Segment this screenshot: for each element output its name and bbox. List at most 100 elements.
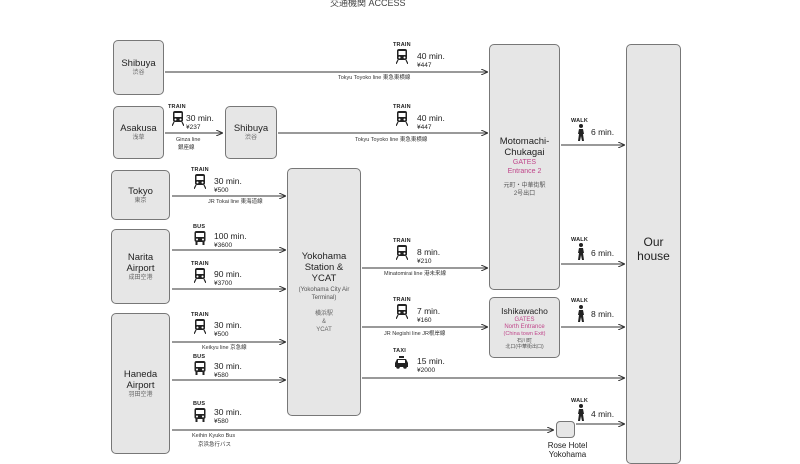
- mode-label: TRAIN: [191, 261, 209, 267]
- station-sub: (Yokohama City Air Terminal): [298, 286, 350, 301]
- walk-icon: [578, 305, 584, 322]
- station-jp-1: 石川町: [516, 337, 532, 344]
- station-shibuya: Shibuya 渋谷: [113, 40, 164, 95]
- station-name: Motomachi-Chukagai: [499, 136, 550, 158]
- line-name: Ginza line: [176, 137, 201, 143]
- station-jp-3: YCAT: [316, 326, 332, 333]
- walk-icon: [578, 243, 584, 260]
- fare: ¥237: [186, 124, 201, 131]
- fare: ¥580: [214, 418, 229, 425]
- train-icon: [194, 174, 206, 189]
- train-icon: [396, 49, 408, 64]
- bus-icon: [194, 231, 206, 245]
- gates-label: GATES: [512, 159, 537, 166]
- mode-label: TRAIN: [393, 238, 411, 244]
- line-name-jp: 京浜急行バス: [198, 442, 232, 448]
- duration: 90 min.: [214, 269, 242, 279]
- station-jp-2: 2号出口: [513, 191, 536, 197]
- bus-icon: [194, 408, 206, 422]
- entrance-label: Entrance 2: [507, 168, 542, 175]
- line-name: Tokyu Toyoko line 東急東横線: [355, 137, 428, 143]
- mode-label: TRAIN: [191, 167, 209, 173]
- station-jp: 成田空港: [128, 274, 153, 281]
- mode-label: WALK: [571, 118, 588, 124]
- line-name: Minatomirai line 港未来線: [384, 271, 447, 277]
- station-jp-2: 北口(中華街出口): [505, 343, 544, 350]
- entrance-label: North Entrance: [504, 323, 545, 330]
- station-motomachi: Motomachi-Chukagai GATES Entrance 2 元町・中…: [489, 44, 560, 290]
- station-jp: 羽田空港: [128, 391, 153, 398]
- entrance-label-2: (China town Exit): [503, 330, 546, 337]
- our-house-label: Our house: [637, 235, 670, 263]
- duration: 30 min.: [186, 113, 214, 123]
- mode-label: TRAIN: [393, 42, 411, 48]
- line-name: JR Tokai line 東海道線: [208, 199, 263, 205]
- mode-label: BUS: [193, 401, 206, 407]
- station-asakusa: Asakusa 浅草: [113, 106, 164, 159]
- fare: ¥500: [214, 187, 229, 194]
- train-icon: [396, 304, 408, 319]
- station-jp: 浅草: [132, 135, 145, 141]
- mode-label: BUS: [193, 354, 206, 360]
- duration: 30 min.: [214, 320, 242, 330]
- fare: ¥447: [417, 62, 432, 69]
- duration: 30 min.: [214, 176, 242, 186]
- station-narita: Narita Airport 成田空港: [111, 229, 170, 304]
- our-house-box: Our house: [626, 44, 681, 464]
- mode-label: TRAIN: [393, 104, 411, 110]
- gates-label: GATES: [514, 316, 535, 323]
- mode-label: WALK: [571, 298, 588, 304]
- station-name: Asakusa: [120, 123, 157, 134]
- duration: 40 min.: [417, 51, 445, 61]
- line-name: Keihin Kyuko Bus: [192, 433, 236, 439]
- station-jp-1: 元町・中華街駅: [503, 183, 546, 189]
- station-name: Haneda Airport: [123, 368, 158, 391]
- station-jp: 渋谷: [132, 70, 145, 76]
- mode-label: TRAIN: [168, 104, 186, 110]
- fare: ¥160: [417, 317, 432, 324]
- walk-icon: [578, 404, 584, 421]
- station-jp-1: 横浜駅: [314, 310, 333, 317]
- station-haneda: Haneda Airport 羽田空港: [111, 313, 170, 454]
- mode-label: TAXI: [393, 348, 406, 354]
- duration: 100 min.: [214, 231, 247, 241]
- duration: 7 min.: [417, 306, 441, 316]
- walk-icon: [578, 124, 584, 141]
- fare: ¥580: [214, 372, 229, 379]
- rose-hotel-box: [556, 421, 575, 438]
- duration: 30 min.: [214, 407, 242, 417]
- line-name-jp: 銀座線: [178, 145, 195, 151]
- station-name: Shibuya: [121, 58, 156, 69]
- fare: ¥500: [214, 331, 229, 338]
- bus-icon: [194, 361, 206, 375]
- fare: ¥2000: [417, 367, 436, 374]
- station-yokohama: Yokohama Station & YCAT (Yokohama City A…: [287, 168, 361, 416]
- fare: ¥3600: [214, 242, 233, 249]
- station-name: Yokohama Station & YCAT: [301, 250, 347, 284]
- station-name: Tokyo: [128, 185, 153, 197]
- station-jp: 東京: [134, 197, 147, 204]
- duration: 8 min.: [417, 247, 441, 257]
- duration: 15 min.: [417, 356, 445, 366]
- station-jp: 渋谷: [244, 135, 257, 141]
- mode-label: WALK: [571, 398, 588, 404]
- station-ishikawacho: Ishikawacho GATES North Entrance (China …: [489, 297, 560, 358]
- line-name: Keikyu line 京急線: [202, 345, 247, 351]
- fare: ¥447: [417, 124, 432, 131]
- fare: ¥3700: [214, 280, 233, 287]
- station-jp-2: &: [321, 318, 326, 325]
- train-icon: [396, 245, 408, 260]
- mode-label: WALK: [571, 237, 588, 243]
- duration: 30 min.: [214, 361, 242, 371]
- taxi-icon: [395, 356, 408, 369]
- duration: 6 min.: [591, 248, 615, 258]
- station-name: Shibuya: [233, 123, 269, 134]
- mode-label: BUS: [193, 224, 206, 230]
- train-icon: [396, 111, 408, 126]
- duration: 40 min.: [417, 113, 445, 123]
- mode-label: TRAIN: [191, 312, 209, 318]
- duration: 6 min.: [591, 127, 615, 137]
- fare: ¥210: [417, 258, 432, 265]
- duration: 4 min.: [591, 409, 615, 419]
